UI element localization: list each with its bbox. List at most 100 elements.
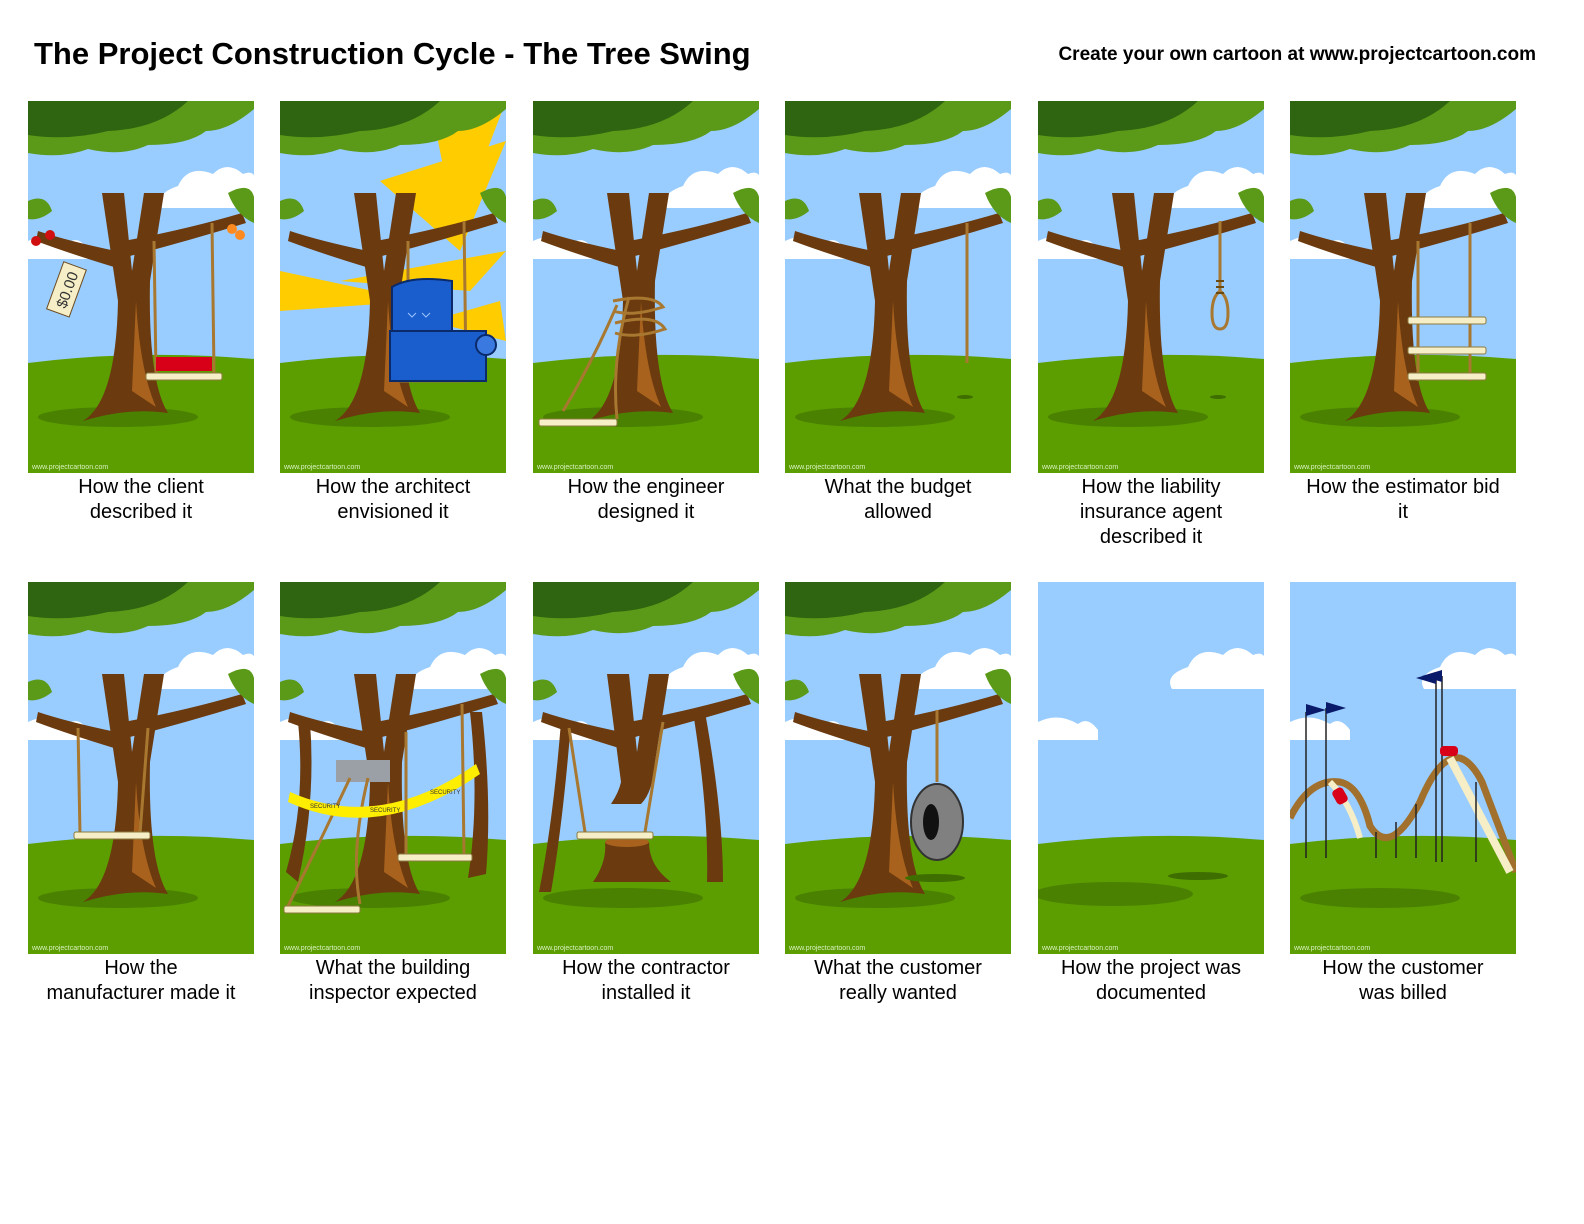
panel-illustration: www.projectcartoon.com [1038, 582, 1264, 954]
panel-budget: www.projectcartoon.com What the budget a… [785, 101, 1011, 525]
orange [227, 224, 237, 234]
branch [629, 694, 751, 738]
leaf-cluster [1490, 187, 1516, 223]
swing-seat [538, 418, 618, 427]
leaf-cluster [733, 187, 759, 223]
panel-illustration: www.projectcartoon.com [785, 101, 1011, 473]
branch [1298, 231, 1378, 267]
watermark: www.projectcartoon.com [536, 945, 613, 952]
rope [210, 222, 216, 374]
branch [36, 712, 116, 748]
panel-caption: What the building inspector expected [309, 957, 477, 1004]
rope [643, 721, 665, 833]
panel-illustration: www.projectcartoon.com [28, 582, 254, 954]
leaf-cluster [1038, 198, 1062, 220]
tree [28, 582, 254, 902]
watermark: www.projectcartoon.com [788, 464, 865, 471]
panel-caption: How the client described it [78, 476, 204, 523]
armchair [389, 278, 497, 382]
panel-illustration: www.projectcartoon.com [1290, 101, 1516, 473]
leaf-cluster [480, 187, 506, 223]
panel-illustration: $0.00 www.projectcartoon.com [28, 101, 254, 473]
panel-illustration: www.projectcartoon.com [1290, 582, 1516, 954]
tree [785, 582, 1011, 902]
leaf-cluster [280, 679, 304, 701]
swing-seat [145, 372, 223, 381]
rope [286, 777, 370, 907]
panel-illustration: SECURITY SECURITY SECURITY www.projectca… [280, 582, 506, 954]
swing-seat [576, 831, 654, 840]
panel-architect: www.projectcartoon.com How the architect… [280, 101, 506, 525]
leaf-cluster [533, 679, 557, 701]
svg-text:SECURITY: SECURITY [430, 790, 460, 796]
panel-caption: How the customer was billed [1322, 957, 1484, 1004]
leaf-cluster [228, 187, 254, 223]
branch [881, 694, 1003, 738]
leaf-cluster [533, 198, 557, 220]
panel-caption: How the project was documented [1060, 957, 1242, 1004]
panel-engineer: www.projectcartoon.com How the engineer … [533, 101, 759, 525]
branch [376, 694, 498, 738]
prop-pole [693, 712, 723, 882]
branch [793, 231, 873, 267]
panel-caption: How the architect envisioned it [315, 476, 471, 523]
watermark: www.projectcartoon.com [1293, 464, 1370, 471]
prop-pole [468, 712, 489, 878]
panel-caption: How the manufacturer made it [46, 957, 236, 1004]
watermark: www.projectcartoon.com [283, 464, 360, 471]
swing-seat [283, 905, 361, 914]
swing-seat [1407, 316, 1487, 325]
panel-caption: How the liability insurance agent descri… [1079, 476, 1223, 548]
watermark: www.projectcartoon.com [283, 945, 360, 952]
tree [280, 582, 506, 902]
branch [629, 213, 751, 257]
branch [541, 712, 621, 748]
panel-customer: www.projectcartoon.com What the customer… [785, 582, 1011, 1006]
noose [1210, 221, 1230, 331]
swing-seat [73, 831, 151, 840]
security-tape: SECURITY SECURITY SECURITY [288, 764, 480, 818]
panel-caption: What the customer really wanted [814, 957, 982, 1004]
coaster-car [1440, 746, 1458, 756]
cloud [1422, 648, 1516, 689]
flag-icon [1422, 670, 1442, 682]
panel-caption: How the engineer designed it [567, 476, 725, 523]
orange [235, 230, 245, 240]
branch [1134, 213, 1256, 257]
branch [124, 694, 246, 738]
panel-contractor: www.projectcartoon.com How the contracto… [533, 582, 759, 1006]
panel-caption: How the estimator bid it [1306, 476, 1500, 523]
cloud [1038, 717, 1098, 740]
credit-link[interactable]: Create your own cartoon at www.projectca… [1058, 44, 1536, 65]
cloud [1170, 648, 1264, 689]
cushion [156, 357, 212, 371]
swing-seat [1407, 372, 1487, 381]
panel-documented: www.projectcartoon.com How the project w… [1038, 582, 1264, 1006]
watermark: www.projectcartoon.com [1041, 464, 1118, 471]
branch [288, 712, 368, 748]
apple [31, 236, 41, 246]
steel-band [336, 760, 390, 782]
panel-illustration: www.projectcartoon.com [785, 582, 1011, 954]
panel-manufacturer: www.projectcartoon.com How the manufactu… [28, 582, 254, 1006]
watermark: www.projectcartoon.com [536, 464, 613, 471]
tire-swing [910, 783, 964, 861]
swing-seat [397, 853, 473, 862]
leaf-cluster [1238, 187, 1264, 223]
svg-text:SECURITY: SECURITY [370, 808, 400, 814]
prop-pole [539, 722, 571, 892]
leaf-cluster [785, 679, 809, 701]
panel-estimator: www.projectcartoon.com How the estimator… [1290, 101, 1516, 525]
roller-coaster [1290, 670, 1516, 874]
branch [793, 712, 873, 748]
cloud [1290, 717, 1350, 740]
panel-inspector: SECURITY SECURITY SECURITY www.projectca… [280, 582, 506, 1006]
page-title: The Project Construction Cycle - The Tre… [34, 36, 751, 71]
leaf-cluster [985, 668, 1011, 704]
leaf-cluster [480, 668, 506, 704]
tree [785, 101, 1011, 421]
panel-illustration: www.projectcartoon.com [533, 101, 759, 473]
branch [1046, 231, 1126, 267]
branch [541, 231, 621, 267]
tree [533, 101, 759, 421]
